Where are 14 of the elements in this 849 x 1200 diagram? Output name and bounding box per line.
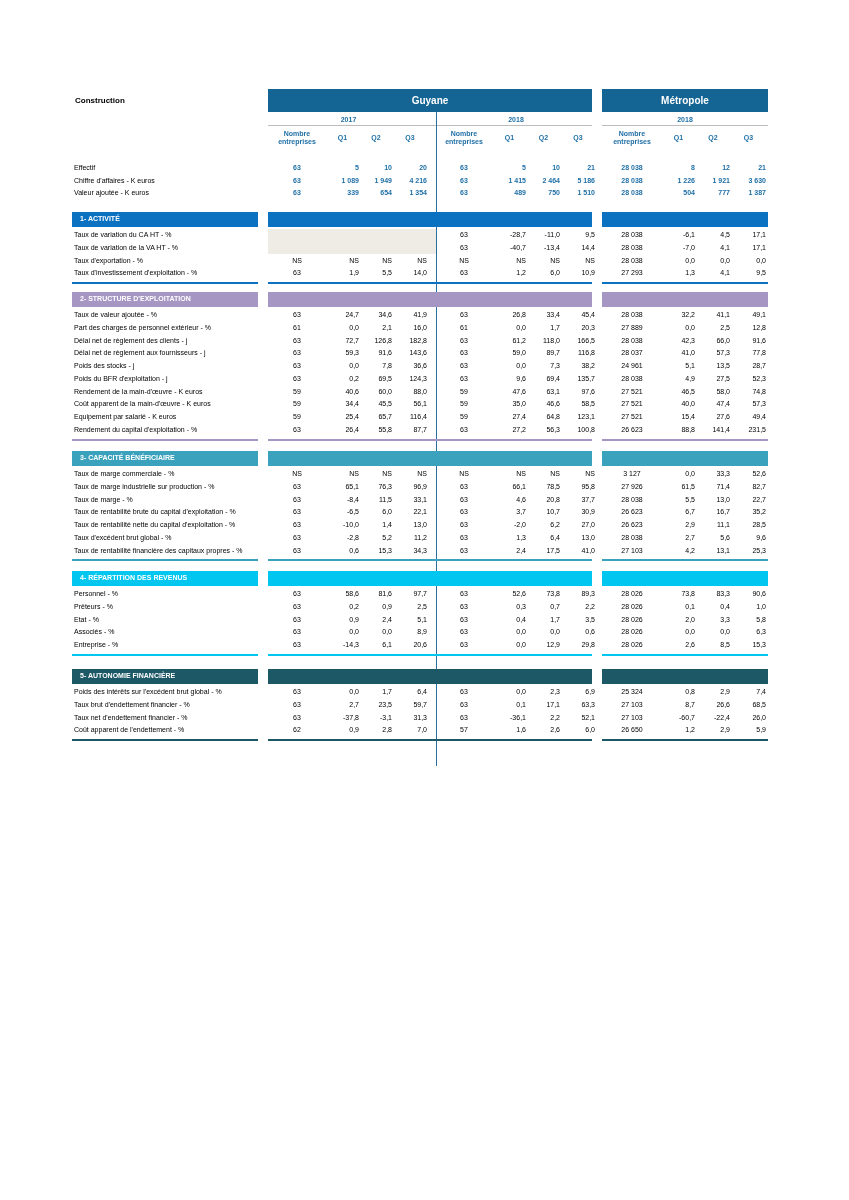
region-header: Guyane [268, 89, 592, 112]
section-bar [602, 292, 768, 307]
title: Construction [75, 95, 125, 107]
section-bar [268, 292, 592, 307]
section-bar [268, 669, 592, 684]
section-bar [602, 669, 768, 684]
section-bar [602, 571, 768, 586]
section-bar [602, 451, 768, 466]
shaded-area [268, 229, 436, 254]
region-header: Métropole [602, 89, 768, 112]
section-bar [268, 212, 592, 227]
section-bar [268, 451, 592, 466]
section-bar [268, 571, 592, 586]
section-bar [602, 212, 768, 227]
